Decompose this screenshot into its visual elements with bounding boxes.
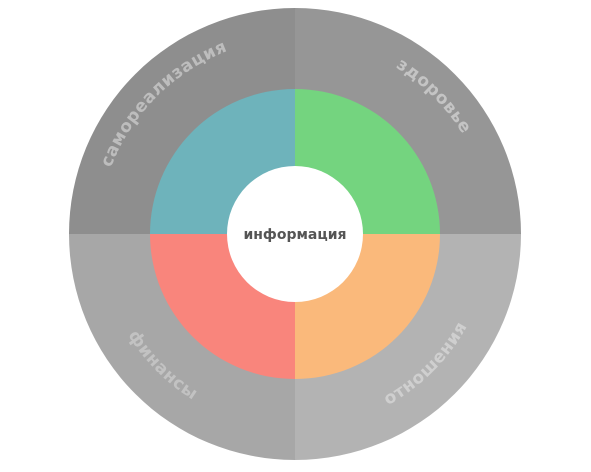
- center-circle[interactable]: [227, 166, 363, 302]
- center-label: информация: [243, 227, 346, 243]
